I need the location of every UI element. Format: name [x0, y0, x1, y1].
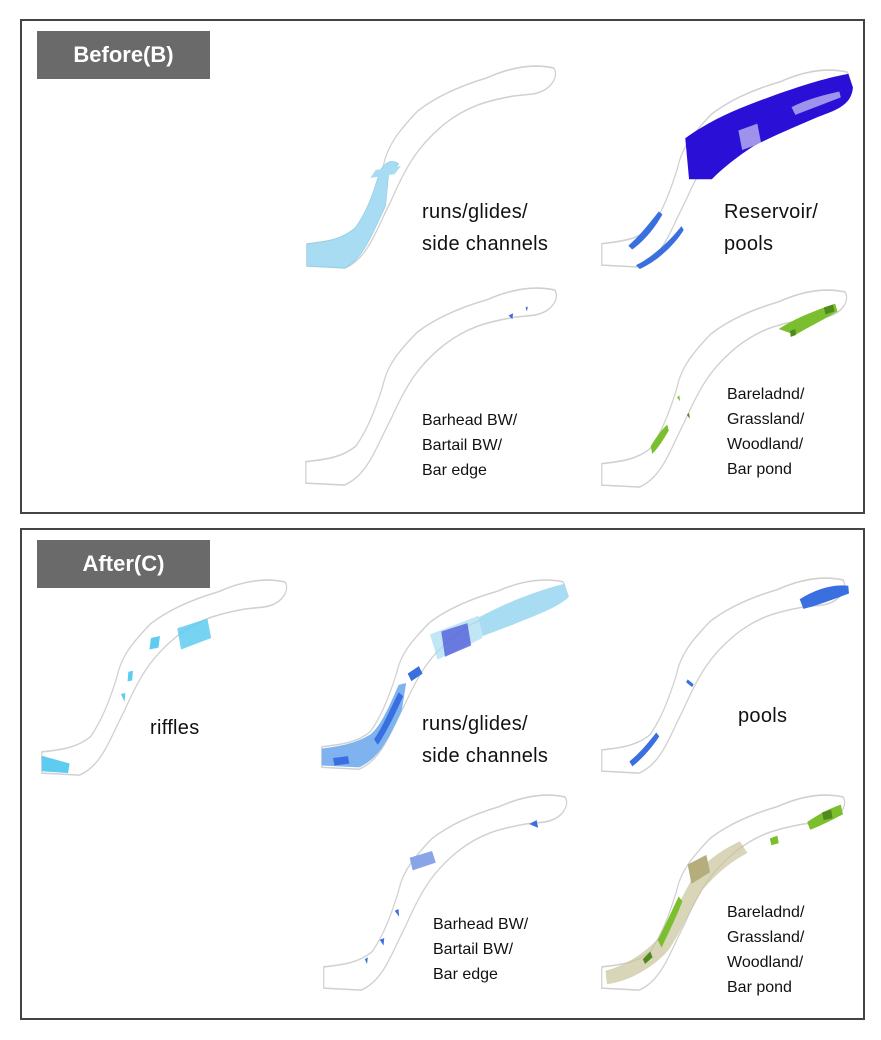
after-riffles-map — [40, 579, 288, 776]
before-bar-label: Barhead BW/ Bartail BW/ Bar edge — [422, 412, 518, 479]
after-panel-title: After(C) — [37, 540, 210, 588]
after-panel: After(C) — [20, 528, 865, 1020]
before-veg-map — [600, 289, 848, 488]
before-reservoir-label: Reservoir/ pools — [724, 201, 819, 255]
after-runs-label: runs/glides/ side channels — [422, 713, 549, 767]
before-reservoir-map — [601, 69, 853, 270]
after-riffles-label: riffles — [150, 717, 200, 739]
after-runs-map — [320, 579, 570, 770]
after-veg-label: Bareladnd/ Grassland/ Woodland/ Bar pond — [727, 904, 805, 996]
after-pools-label: pools — [738, 705, 788, 727]
after-bar-map — [322, 794, 568, 991]
before-runs-label: runs/glides/ side channels — [422, 201, 549, 255]
before-bar-map — [305, 287, 558, 486]
after-bar-label: Barhead BW/ Bartail BW/ Bar edge — [433, 916, 529, 983]
after-veg-map — [600, 794, 846, 991]
after-pools-map — [600, 577, 850, 774]
before-veg-label: Bareladnd/ Grassland/ Woodland/ Bar pond — [727, 386, 805, 478]
before-panel-title: Before(B) — [37, 31, 210, 79]
before-runs-map — [306, 65, 557, 269]
